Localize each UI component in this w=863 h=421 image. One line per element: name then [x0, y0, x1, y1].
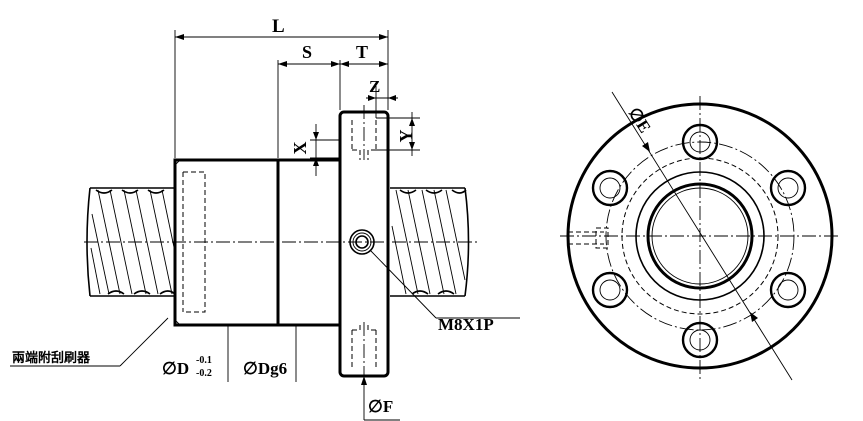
- screw-shaft-right: [390, 187, 470, 297]
- diameter-symbol-Dg6: ∅: [243, 359, 258, 378]
- label-Z: Z: [369, 77, 380, 96]
- label-X: X: [290, 142, 310, 155]
- diameter-symbol-D: ∅: [162, 359, 177, 378]
- oil-hole-callout: M8X1P: [369, 249, 520, 334]
- dimension-X: X: [290, 124, 340, 176]
- side-view: L S T Z X: [10, 16, 520, 421]
- label-Y: Y: [396, 130, 416, 143]
- label-L: L: [272, 16, 285, 37]
- label-wiper: 兩端附刮刷器: [12, 350, 91, 366]
- bolt-hole-icon: [769, 169, 807, 207]
- label-D-tol-lower: -0.2: [196, 368, 212, 379]
- dimension-Z: Z: [366, 77, 398, 118]
- label-F: F: [383, 397, 393, 416]
- label-M8X1P: M8X1P: [438, 315, 494, 334]
- bolt-hole-icon: [591, 271, 629, 309]
- bottom-dimensions: ∅D -0.1 -0.2 ∅Dg6 ∅F: [162, 325, 400, 421]
- oil-hole-front: [568, 227, 609, 249]
- svg-text:∅F: ∅F: [368, 397, 393, 416]
- dimension-S-T: S T: [277, 42, 388, 158]
- diameter-symbol-F: ∅: [368, 397, 383, 416]
- label-S: S: [302, 42, 312, 62]
- label-D: D: [177, 359, 189, 378]
- wiper-note: 兩端附刮刷器: [10, 317, 169, 367]
- dimension-Y: Y: [376, 112, 420, 156]
- svg-text:∅Dg6: ∅Dg6: [243, 359, 287, 378]
- label-T: T: [356, 42, 368, 62]
- bolt-holes: [591, 123, 807, 359]
- nut-body: [173, 158, 342, 327]
- bolt-hole-icon: [591, 169, 629, 207]
- label-Dg6: Dg6: [258, 359, 287, 378]
- dimension-L: L: [174, 16, 389, 158]
- flange-side: [338, 105, 390, 382]
- svg-text:∅D: ∅D: [162, 359, 189, 378]
- bolt-hole-icon: [769, 271, 807, 309]
- label-D-tol-upper: -0.1: [196, 355, 212, 366]
- front-view: ∅E: [560, 91, 840, 381]
- svg-text:∅E: ∅E: [625, 104, 655, 136]
